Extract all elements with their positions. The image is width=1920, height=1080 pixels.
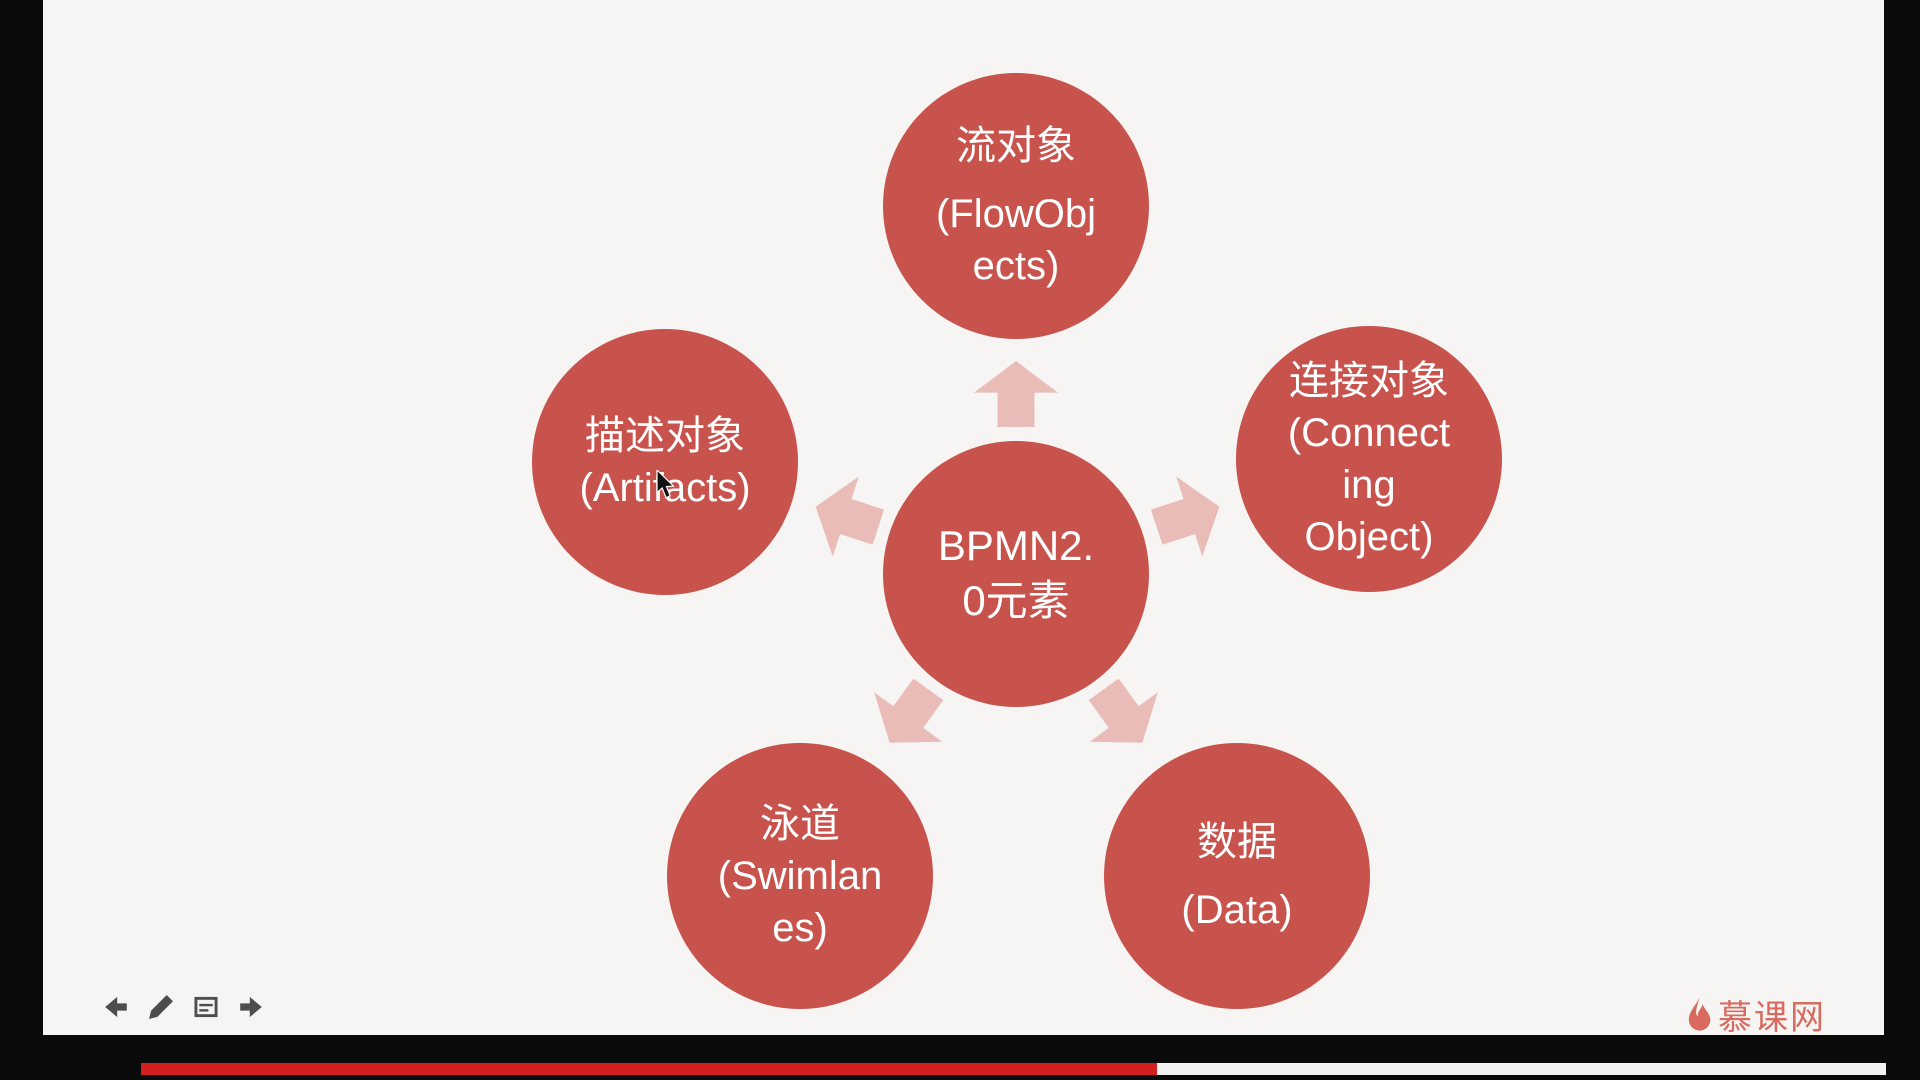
prev-button[interactable] bbox=[101, 992, 131, 1022]
imooc-logo[interactable]: 慕课网 bbox=[1684, 990, 1826, 1039]
arrow-upper-left-icon bbox=[803, 467, 892, 567]
pencil-icon bbox=[149, 995, 173, 1019]
slide: 流对象 (FlowObj ects) 描述对象 (Artifacts) 连接对象… bbox=[43, 0, 1884, 1037]
node-data: 数据 (Data) bbox=[1104, 743, 1370, 1009]
node-title: 泳道 bbox=[760, 802, 840, 846]
node-title: 数据 bbox=[1197, 820, 1277, 864]
node-subtitle: (Connect ing Object) bbox=[1287, 411, 1451, 559]
node-artifacts: 描述对象 (Artifacts) bbox=[532, 329, 798, 595]
arrow-lower-right-icon bbox=[1070, 665, 1177, 768]
presenter-toolbar bbox=[101, 992, 266, 1022]
letterbox-left bbox=[0, 0, 43, 1080]
logo-text: 慕课网 bbox=[1718, 999, 1826, 1037]
progress-watched bbox=[141, 1063, 1157, 1075]
forward-arrow-icon bbox=[240, 996, 262, 1018]
mouse-cursor-icon bbox=[655, 468, 677, 505]
arrow-lower-left-icon bbox=[856, 665, 963, 768]
arrow-up-icon bbox=[974, 361, 1058, 427]
node-flow-objects: 流对象 (FlowObj ects) bbox=[883, 73, 1149, 339]
notes-icon bbox=[194, 996, 218, 1018]
node-subtitle: (FlowObj ects) bbox=[935, 192, 1097, 288]
node-subtitle: (Data) bbox=[1181, 888, 1293, 932]
arrow-upper-right-icon bbox=[1144, 467, 1233, 567]
node-title: 连接对象 bbox=[1289, 359, 1449, 403]
node-title: 流对象 bbox=[956, 124, 1076, 168]
node-connecting-object: 连接对象 (Connect ing Object) bbox=[1236, 326, 1502, 592]
video-progress-bar[interactable] bbox=[0, 1063, 1920, 1075]
node-bpmn-center: BPMN2. 0元素 bbox=[883, 441, 1149, 707]
progress-remaining bbox=[1157, 1063, 1886, 1075]
node-swimlanes: 泳道 (Swimlan es) bbox=[667, 743, 933, 1009]
node-title: 描述对象 bbox=[585, 414, 745, 458]
flame-icon bbox=[1688, 997, 1711, 1031]
back-arrow-icon bbox=[105, 996, 127, 1018]
next-button[interactable] bbox=[236, 992, 266, 1022]
notes-button[interactable] bbox=[191, 992, 221, 1022]
annotate-button[interactable] bbox=[146, 992, 176, 1022]
letterbox-right bbox=[1884, 0, 1920, 1080]
node-title: BPMN2. 0元素 bbox=[937, 522, 1095, 624]
node-subtitle: (Swimlan es) bbox=[717, 854, 883, 950]
